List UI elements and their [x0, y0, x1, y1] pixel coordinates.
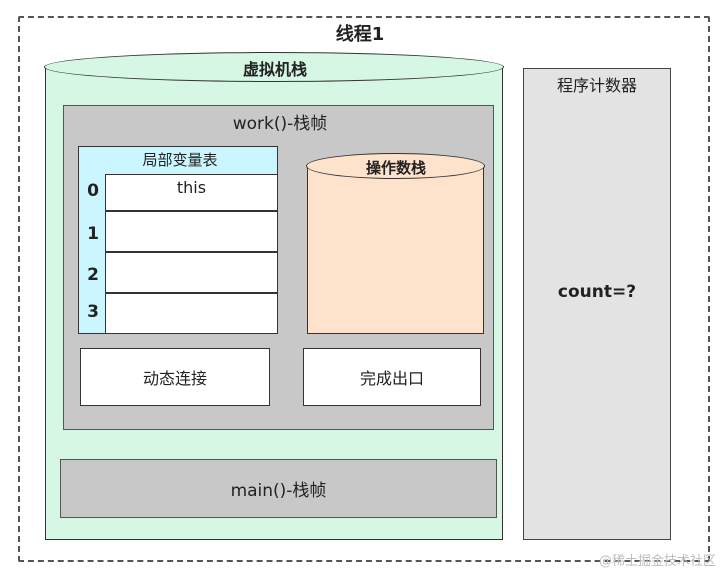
slot-index: 2 [87, 265, 99, 285]
operand-stack-cylinder-top [306, 153, 485, 179]
local-variable-table-title: 局部变量表 [142, 150, 218, 169]
program-counter-value: count=? [557, 282, 637, 302]
program-counter-title: 程序计数器 [556, 76, 637, 95]
dynamic-linking-box: 动态连接 [80, 348, 270, 406]
local-variable-slot [105, 293, 278, 334]
slot-index: 1 [87, 224, 99, 244]
thread-container [18, 16, 710, 562]
operand-stack-cylinder-body [307, 164, 484, 334]
slot-index: 0 [87, 181, 99, 201]
watermark: @稀土掘金技术社区 [598, 553, 716, 569]
return-address-box: 完成出口 [303, 348, 481, 406]
slot-value: this [176, 177, 207, 197]
local-variable-slot [105, 252, 278, 293]
slot-index: 3 [87, 302, 99, 322]
program-counter-box [523, 68, 671, 540]
local-variable-slot [105, 174, 278, 211]
vm-stack-title: 虚拟机栈 [242, 60, 307, 79]
vm-stack-cylinder-top [44, 52, 504, 82]
thread-title: 线程1 [335, 24, 385, 45]
operand-stack-title: 操作数栈 [365, 158, 426, 177]
main-stack-frame: main()-栈帧 [60, 459, 497, 518]
local-variable-slot [105, 211, 278, 252]
work-stack-frame-title: work()-栈帧 [232, 113, 328, 134]
